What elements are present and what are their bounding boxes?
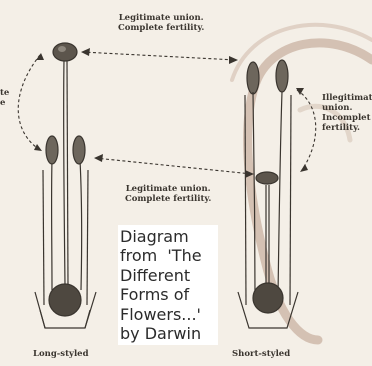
right-arc-arrow [297, 90, 316, 170]
middle-arrow [95, 158, 252, 174]
short-anther-left [247, 62, 259, 94]
union-arrows [18, 52, 315, 174]
caption-box: Diagram from 'The Different Forms of Flo… [118, 225, 218, 345]
top-arrow [82, 52, 236, 60]
top-union-label: Legitimate union. Complete fertility. [118, 13, 204, 33]
long-anther-left [46, 136, 58, 164]
left-partial-label: te e [0, 88, 9, 108]
long-anther-right [73, 136, 85, 164]
short-styled-label: Short-styled [232, 349, 290, 359]
long-styled-label: Long-styled [33, 349, 89, 359]
long-ovary [49, 284, 81, 316]
right-union-label: Illegitimat union. Incomplet fertility. [322, 93, 372, 133]
short-ovary [253, 283, 283, 313]
long-stigma [53, 43, 77, 61]
left-arc-arrow [18, 55, 40, 150]
short-stigma [256, 172, 278, 184]
long-styled-flower [35, 43, 96, 328]
middle-union-label: Legitimate union. Complete fertility. [125, 184, 211, 204]
short-anther-right [276, 60, 288, 92]
long-style [64, 60, 65, 285]
